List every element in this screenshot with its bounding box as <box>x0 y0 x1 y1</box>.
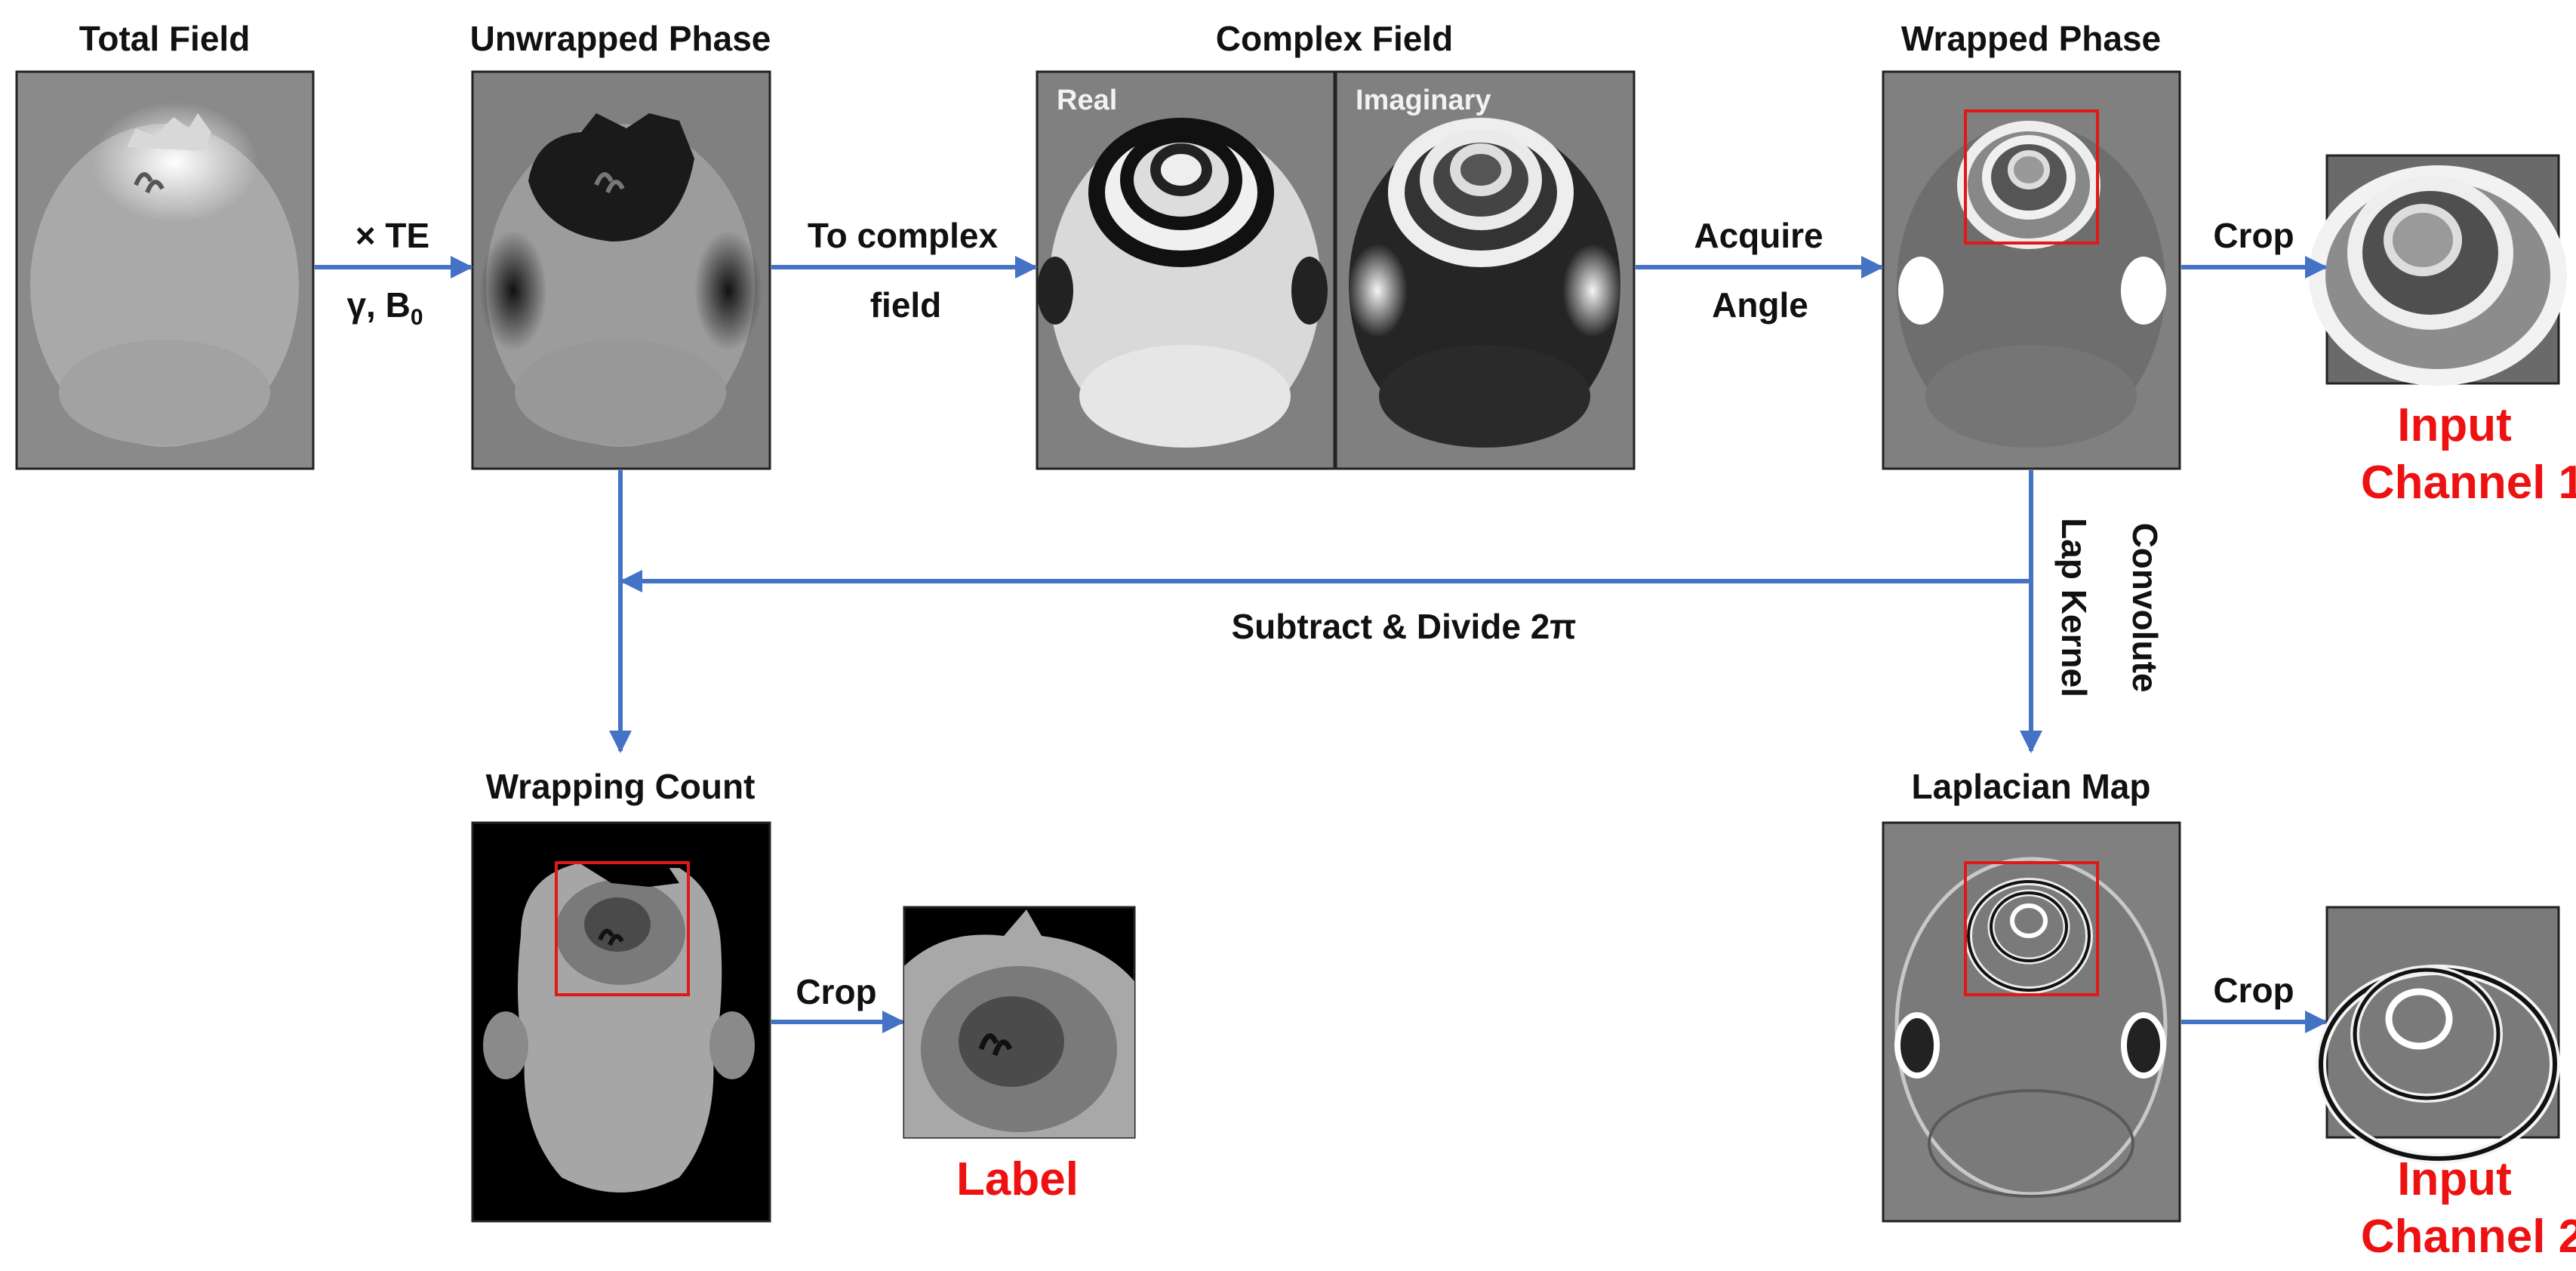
step-convolute-line1: Convolute <box>2125 523 2165 693</box>
laplacian-map-image <box>1882 821 2181 1223</box>
label-real: Real <box>1057 85 1117 116</box>
label-crop-image <box>903 906 1136 1139</box>
laplacian-map-crop-box <box>1964 861 2099 996</box>
input-channel-1-image <box>2309 154 2567 386</box>
title-total-field: Total Field <box>79 19 251 58</box>
unwrapped-phase-image <box>471 70 771 470</box>
label-output: Label <box>956 1153 1079 1205</box>
title-unwrapped-phase: Unwrapped Phase <box>470 19 771 58</box>
title-laplacian-map: Laplacian Map <box>1912 767 2151 806</box>
input-channel-1-label-line1: Input <box>2397 399 2512 451</box>
wrapping-count-crop-box <box>555 861 690 996</box>
wrapped-phase-image <box>1882 70 2181 470</box>
label-imaginary: Imaginary <box>1356 85 1491 116</box>
wrapping-count-image <box>471 821 771 1223</box>
input-channel-2-label-line2: Channel 2 <box>2361 1211 2576 1263</box>
step-crop-lap: Crop <box>2213 971 2294 1010</box>
complex-field-image: Real Imaginary <box>1036 70 1636 470</box>
step-to-complex-line2: field <box>870 285 942 325</box>
input-channel-2-label-line1: Input <box>2397 1153 2512 1205</box>
input-channel-1-label-line2: Channel 1 <box>2361 457 2576 509</box>
title-complex-field: Complex Field <box>1216 19 1453 58</box>
step-crop-label: Crop <box>796 972 876 1011</box>
step-to-complex-line1: To complex <box>808 216 999 255</box>
wrapped-phase-crop-box <box>1964 109 2099 245</box>
title-wrapping-count: Wrapping Count <box>486 767 756 806</box>
step-acquire-line1: Acquire <box>1694 216 1823 255</box>
step-te-line2: γ, B0 <box>346 285 423 330</box>
step-subtract: Subtract & Divide 2π <box>1232 607 1577 646</box>
step-convolute-line2: Lap Kernel <box>2054 518 2094 697</box>
total-field-image <box>15 70 315 470</box>
step-te-line1: × TE <box>355 216 429 255</box>
complex-imaginary-image <box>1347 118 1623 448</box>
input-channel-2-image <box>2316 906 2560 1164</box>
step-crop-top: Crop <box>2213 216 2294 255</box>
complex-real-image <box>1037 118 1328 448</box>
title-wrapped-phase: Wrapped Phase <box>1901 19 2161 58</box>
step-acquire-line2: Angle <box>1712 285 1808 325</box>
